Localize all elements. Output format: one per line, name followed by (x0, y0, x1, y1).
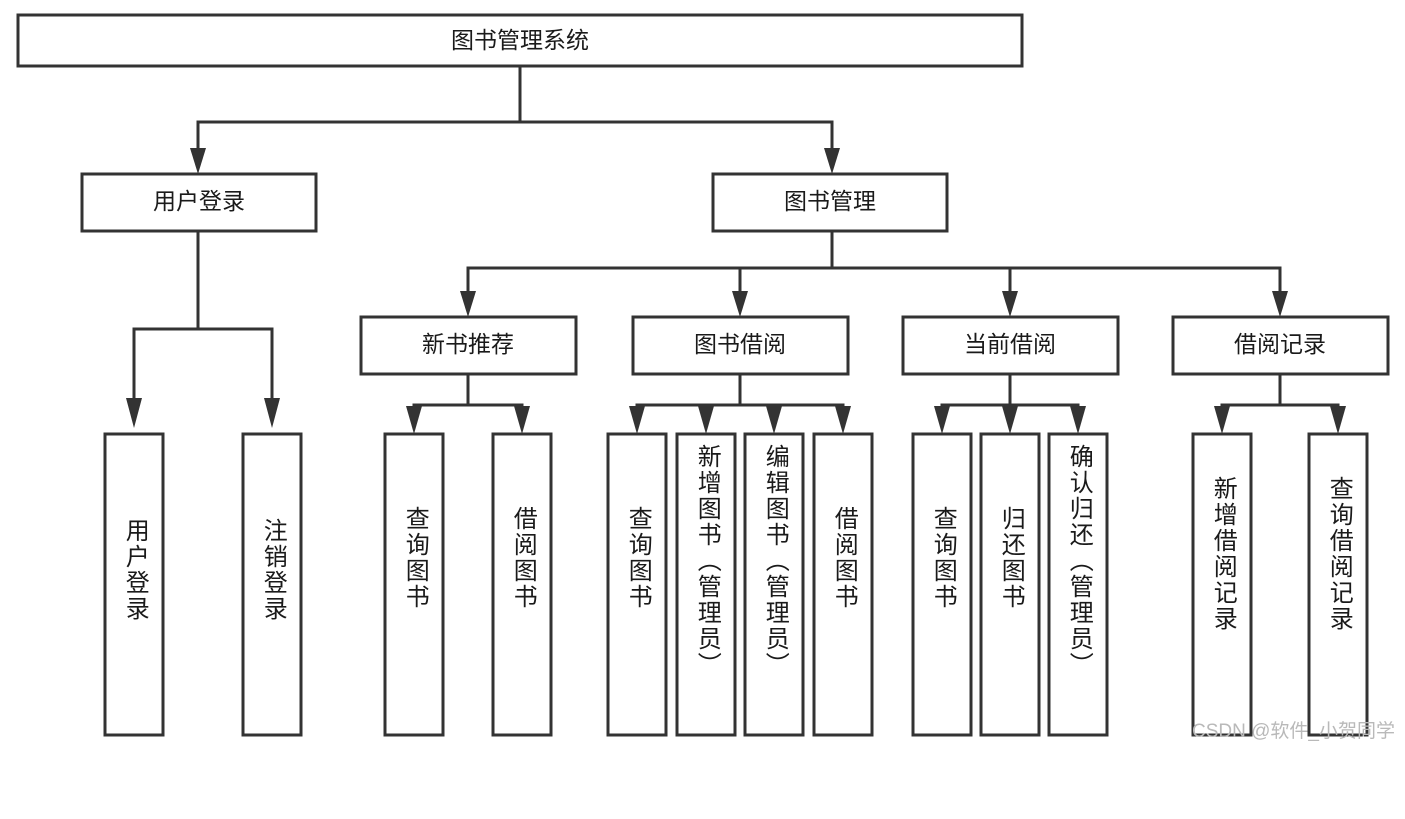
node-leaf-borrow-book-1-box[interactable] (491, 432, 553, 737)
arrow-head-leaf-query-record (1330, 406, 1346, 434)
node-leaf-add-record-box[interactable] (1191, 432, 1253, 737)
node-borrow-record-label: 借阅记录 (1234, 331, 1326, 357)
node-leaf-query-book-3-box[interactable] (911, 432, 973, 737)
node-new-book-recommend[interactable]: 新书推荐 (359, 315, 578, 376)
node-book-manage[interactable]: 图书管理 (711, 172, 949, 233)
arrow-head-leaf-borrow-book-2 (835, 406, 851, 434)
node-current-borrow-label: 当前借阅 (964, 331, 1056, 357)
node-leaf-return-book-box[interactable] (979, 432, 1041, 737)
arrow-head-leaf-query-book-2 (629, 406, 645, 434)
arrow-head-leaf-logout-login (264, 398, 280, 428)
node-current-borrow-box[interactable] (901, 315, 1120, 376)
arrow-head-leaf-add-record (1214, 406, 1230, 434)
node-book-manage-box[interactable] (711, 172, 949, 233)
node-root-label: 图书管理系统 (451, 27, 589, 53)
node-user-login-label: 用户登录 (153, 188, 245, 214)
arrow-head-leaf-borrow-book-1 (514, 406, 530, 434)
arrow-head-leaf-add-book (698, 406, 714, 434)
node-user-login-box[interactable] (80, 172, 318, 233)
node-leaf-confirm-return-box[interactable] (1047, 432, 1109, 737)
node-leaf-edit-book-box[interactable] (743, 432, 805, 737)
node-user-login[interactable]: 用户登录 (80, 172, 318, 233)
node-borrow-record-box[interactable] (1171, 315, 1390, 376)
arrow-head-new-book-recommend (460, 291, 476, 317)
node-leaf-logout-login-box[interactable] (241, 432, 303, 737)
arrow-head-leaf-query-book-1 (406, 406, 422, 434)
arrow-head-leaf-confirm-return (1070, 406, 1086, 434)
node-borrow-record[interactable]: 借阅记录 (1171, 315, 1390, 376)
node-leaf-borrow-book-2-box[interactable] (812, 432, 874, 737)
system-structure-diagram: 图书管理系统 用户登录 图书管理 新书推荐 图书借阅 当前借阅 借阅记录 (16, 13, 1395, 742)
node-leaf-query-book-2-box[interactable] (606, 432, 668, 737)
node-new-book-recommend-label: 新书推荐 (422, 331, 514, 357)
node-leaf-user-login-box[interactable] (103, 432, 165, 737)
arrow-head-current-borrow (1002, 291, 1018, 317)
node-book-manage-label: 图书管理 (784, 188, 876, 214)
diagram-canvas: 图书管理系统 用户登录 图书管理 新书推荐 图书借阅 当前借阅 借阅记录 (16, 13, 1390, 737)
node-root[interactable]: 图书管理系统 (16, 13, 1024, 68)
arrow-head-leaf-return-book (1002, 406, 1018, 434)
arrow-head-book-borrow (732, 291, 748, 317)
arrow-head-leaf-query-book-3 (934, 406, 950, 434)
node-current-borrow[interactable]: 当前借阅 (901, 315, 1120, 376)
arrow-head-borrow-record (1272, 291, 1288, 317)
node-book-borrow-box[interactable] (631, 315, 850, 376)
node-book-borrow[interactable]: 图书借阅 (631, 315, 850, 376)
node-root-box[interactable] (16, 13, 1024, 68)
node-leaf-query-book-1-box[interactable] (383, 432, 445, 737)
node-leaf-query-record-box[interactable] (1307, 432, 1369, 737)
arrow-head-leaf-user-login (126, 398, 142, 428)
node-leaf-add-book-box[interactable] (675, 432, 737, 737)
arrow-head-book-manage (824, 148, 840, 174)
arrow-head-user-login (190, 148, 206, 174)
node-new-book-recommend-box[interactable] (359, 315, 578, 376)
arrow-head-leaf-edit-book (766, 406, 782, 434)
node-book-borrow-label: 图书借阅 (694, 331, 786, 357)
